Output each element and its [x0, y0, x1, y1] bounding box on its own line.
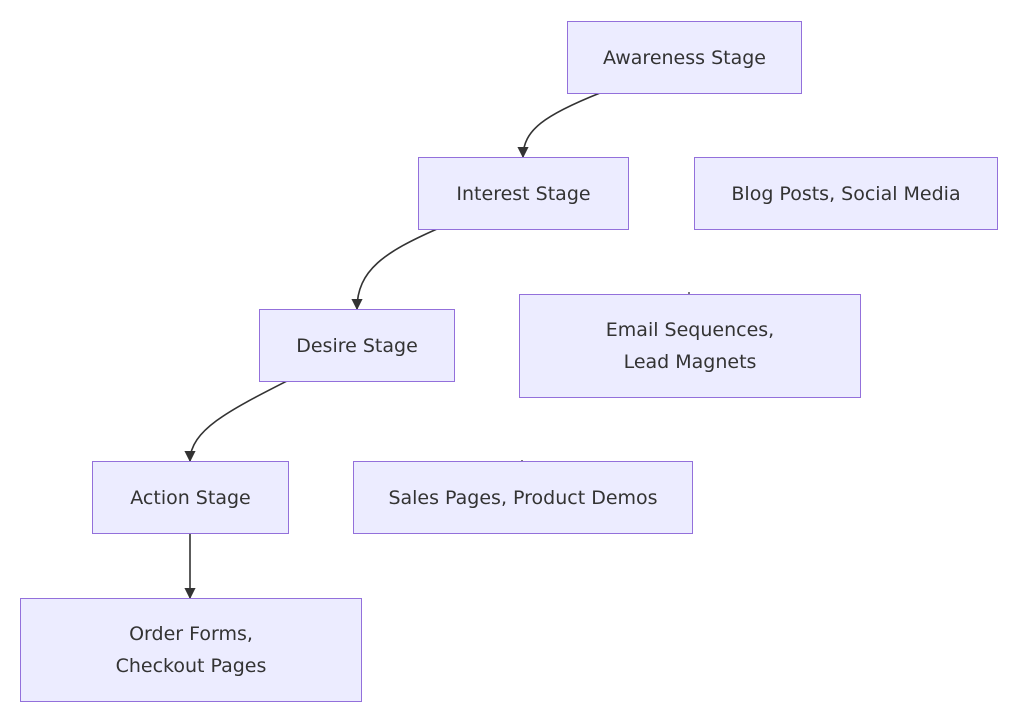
email-sequences-lead-magnets-label: Email Sequences, Lead Magnets	[605, 319, 775, 373]
blog-posts-social-media-node[interactable]: Blog Posts, Social Media	[694, 157, 998, 230]
order-forms-checkout-pages-label: Order Forms, Checkout Pages	[115, 623, 267, 677]
interest-stage-label: Interest Stage	[456, 182, 591, 205]
email-sequences-lead-magnets-node[interactable]: Email Sequences, Lead Magnets	[519, 294, 861, 398]
awareness-stage-label: Awareness Stage	[603, 46, 766, 69]
desire-stage-label: Desire Stage	[296, 334, 418, 357]
action-stage-label: Action Stage	[130, 486, 251, 509]
interest-stage-node[interactable]: Interest Stage	[418, 157, 629, 230]
blog-posts-social-media-label: Blog Posts, Social Media	[731, 182, 961, 205]
awareness-stage-node[interactable]: Awareness Stage	[567, 21, 802, 94]
edge-interest-to-desire	[351, 228, 438, 311]
edge-desire-to-action	[184, 380, 288, 463]
sales-pages-product-demos-node[interactable]: Sales Pages, Product Demos	[353, 461, 693, 534]
desire-stage-node[interactable]: Desire Stage	[259, 309, 455, 382]
sales-pages-product-demos-label: Sales Pages, Product Demos	[388, 486, 658, 509]
edge-awareness-to-interest	[517, 92, 601, 159]
action-stage-node[interactable]: Action Stage	[92, 461, 289, 534]
order-forms-checkout-pages-node[interactable]: Order Forms, Checkout Pages	[20, 598, 362, 702]
